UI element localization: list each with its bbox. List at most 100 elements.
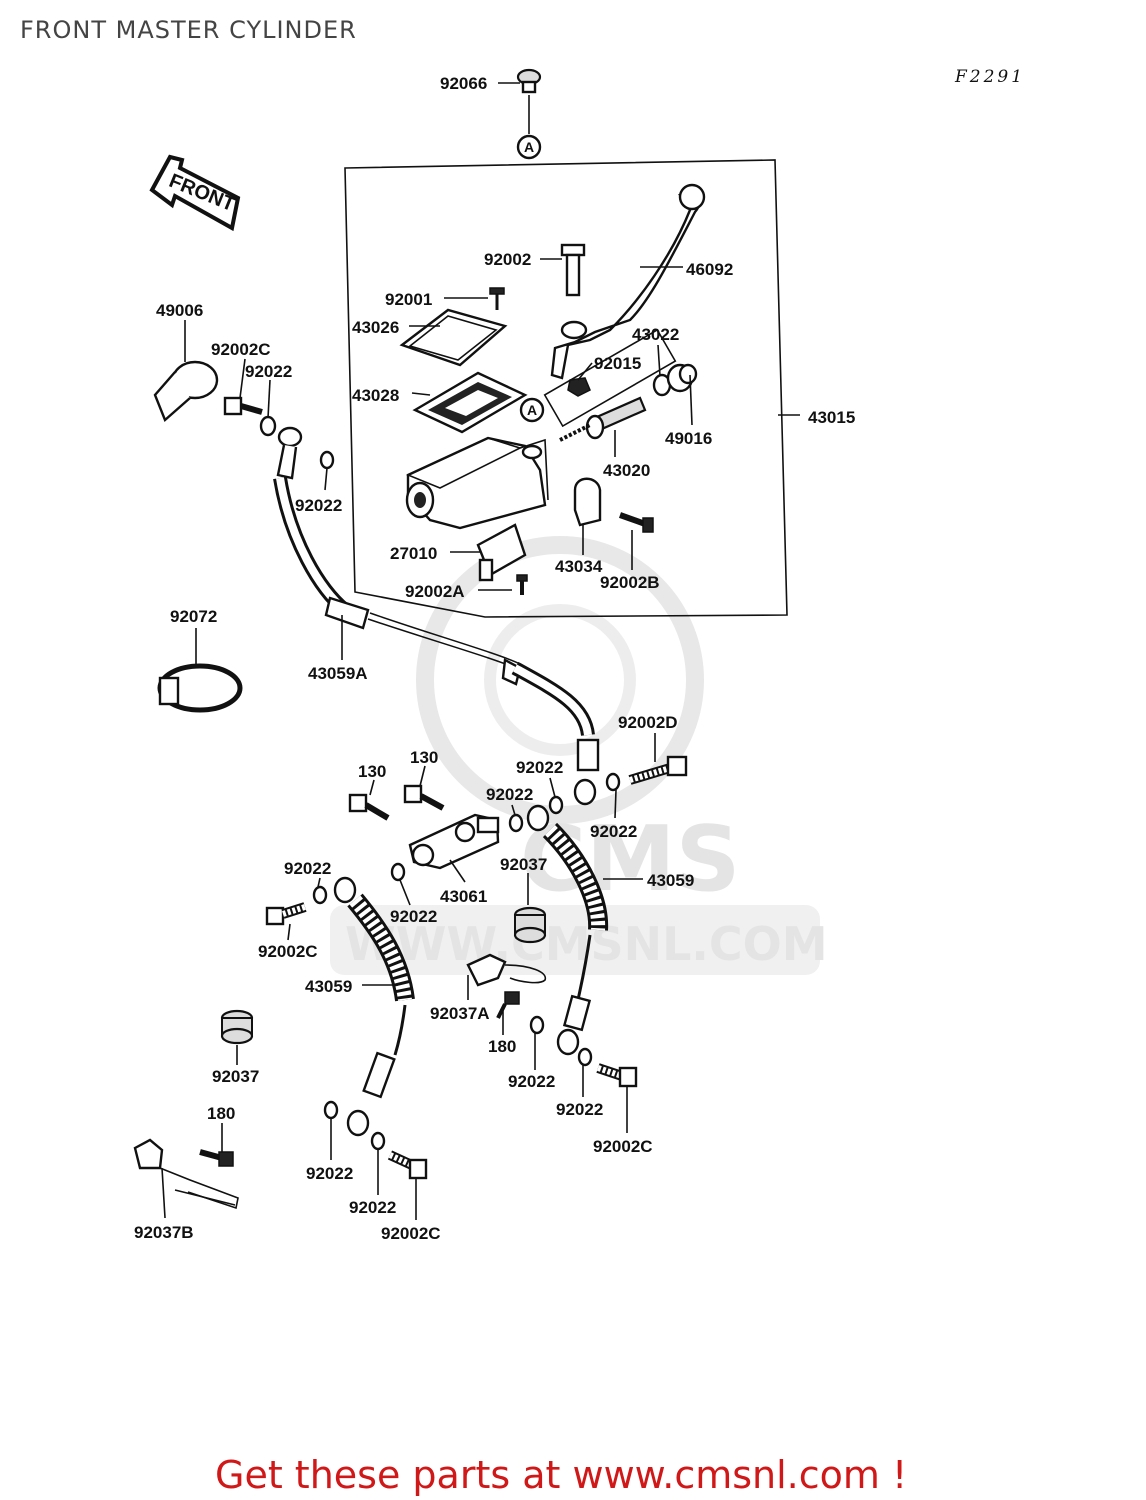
banjo-bolt-top-icon xyxy=(223,396,263,416)
bolt-180-mid-icon xyxy=(496,991,520,1019)
ref-marker-top xyxy=(516,134,542,160)
watermark: CMS WWW.CMSNL.COM xyxy=(330,536,828,975)
washer-icon xyxy=(548,795,564,815)
label-92037: 92037 xyxy=(500,855,547,874)
cover-49006-icon xyxy=(153,360,219,423)
label-92015: 92015 xyxy=(594,354,641,373)
label-92037: 92037 xyxy=(212,1067,259,1086)
cap-92066-icon xyxy=(516,68,542,94)
holder-clamp-icon xyxy=(573,477,602,527)
banjo-bolt-bottom-icon xyxy=(387,1150,428,1180)
label-130: 130 xyxy=(410,748,438,767)
label-92002C: 92002C xyxy=(258,942,318,961)
label-43020: 43020 xyxy=(603,461,650,480)
label-180: 180 xyxy=(488,1037,516,1056)
master-cylinder-body-icon xyxy=(405,436,549,530)
front-arrow-icon: FRONT xyxy=(149,154,241,232)
bolt-130-left-icon xyxy=(348,793,390,821)
screw-92002A-icon xyxy=(516,574,528,595)
brake-switch-icon xyxy=(476,523,527,582)
bolt-92002B-icon xyxy=(618,512,654,533)
banjo-bolt-left-icon xyxy=(265,902,307,926)
label-180: 180 xyxy=(207,1104,235,1123)
page-title: FRONT MASTER CYLINDER xyxy=(20,16,357,44)
boot-49016-icon xyxy=(666,363,698,393)
part-labels: 92066 92002 46092 92001 43026 43022 4900… xyxy=(134,74,855,1243)
left-brake-hose-icon xyxy=(333,876,415,1137)
label-92002C: 92002C xyxy=(381,1224,441,1243)
label-49016: 49016 xyxy=(665,429,712,448)
bracket-92037A-icon xyxy=(466,953,546,987)
label-92022: 92022 xyxy=(284,859,331,878)
washer-icon xyxy=(390,862,406,882)
screw-92001-icon xyxy=(489,287,505,310)
label-43059: 43059 xyxy=(647,871,694,890)
svg-text:A: A xyxy=(527,402,537,418)
label-92022: 92022 xyxy=(516,758,563,777)
label-92022: 92022 xyxy=(556,1100,603,1119)
label-92002B: 92002B xyxy=(600,573,660,592)
assembly-outline xyxy=(344,159,788,618)
figure-code: F2291 xyxy=(954,67,1025,87)
label-92022: 92022 xyxy=(349,1198,396,1217)
bolt-130-right-icon xyxy=(403,784,445,811)
banjo-bolt-right-icon xyxy=(596,1063,638,1088)
upper-brake-hose-icon xyxy=(273,426,600,806)
bolt-92002D-icon xyxy=(628,755,688,785)
svg-text:A: A xyxy=(524,139,534,155)
label-92037A: 92037A xyxy=(430,1004,490,1023)
washer-icon xyxy=(529,1015,545,1035)
label-43059: 43059 xyxy=(305,977,352,996)
washer-icon xyxy=(508,813,524,833)
label-92002A: 92002A xyxy=(405,582,465,601)
nut-icon xyxy=(567,377,591,397)
washer-icon xyxy=(319,450,335,470)
washer-icon xyxy=(605,772,621,792)
bolt-180-left-icon xyxy=(199,1149,234,1167)
washer-icon xyxy=(370,1131,386,1151)
grommet-icon xyxy=(513,906,547,944)
washer-icon xyxy=(323,1100,339,1120)
label-43015: 43015 xyxy=(808,408,855,427)
leader-lines xyxy=(161,82,800,1220)
ref-marker-body xyxy=(519,397,545,423)
washer-icon xyxy=(312,885,328,905)
label-92022: 92022 xyxy=(295,496,342,515)
washer-icon xyxy=(577,1047,593,1067)
label-43022: 43022 xyxy=(632,325,679,344)
bracket-92037B-icon xyxy=(133,1138,239,1210)
label-92002: 92002 xyxy=(484,250,531,269)
label-92022: 92022 xyxy=(306,1164,353,1183)
label-92022: 92022 xyxy=(508,1072,555,1091)
washer-icon xyxy=(259,415,277,437)
label-92072: 92072 xyxy=(170,607,217,626)
label-92002C: 92002C xyxy=(211,340,271,359)
label-92022: 92022 xyxy=(590,822,637,841)
hose-clamp-icon xyxy=(157,663,243,713)
grommet-left-icon xyxy=(220,1009,254,1045)
label-130: 130 xyxy=(358,762,386,781)
label-92001: 92001 xyxy=(385,290,432,309)
label-46092: 46092 xyxy=(686,260,733,279)
label-43034: 43034 xyxy=(555,557,603,576)
label-92022: 92022 xyxy=(486,785,533,804)
label-27010: 27010 xyxy=(390,544,437,563)
pivot-bolt-icon xyxy=(560,243,586,297)
label-92037B: 92037B xyxy=(134,1223,194,1242)
label-92066: 92066 xyxy=(440,74,487,93)
label-43059A: 43059A xyxy=(308,664,368,683)
cta-link[interactable]: Get these parts at www.cmsnl.com ! xyxy=(215,1453,907,1497)
label-43061: 43061 xyxy=(440,887,487,906)
label-49006: 49006 xyxy=(156,301,203,320)
brake-lever-icon xyxy=(550,183,706,380)
right-brake-hose-icon xyxy=(526,804,609,1056)
label-92022: 92022 xyxy=(245,362,292,381)
label-43028: 43028 xyxy=(352,386,399,405)
piston-assembly-icon xyxy=(543,328,677,442)
label-92022: 92022 xyxy=(390,907,437,926)
label-43026: 43026 xyxy=(352,318,399,337)
label-92002C: 92002C xyxy=(593,1137,653,1156)
label-92002D: 92002D xyxy=(618,713,678,732)
brake-hose-joint-icon xyxy=(408,813,500,870)
